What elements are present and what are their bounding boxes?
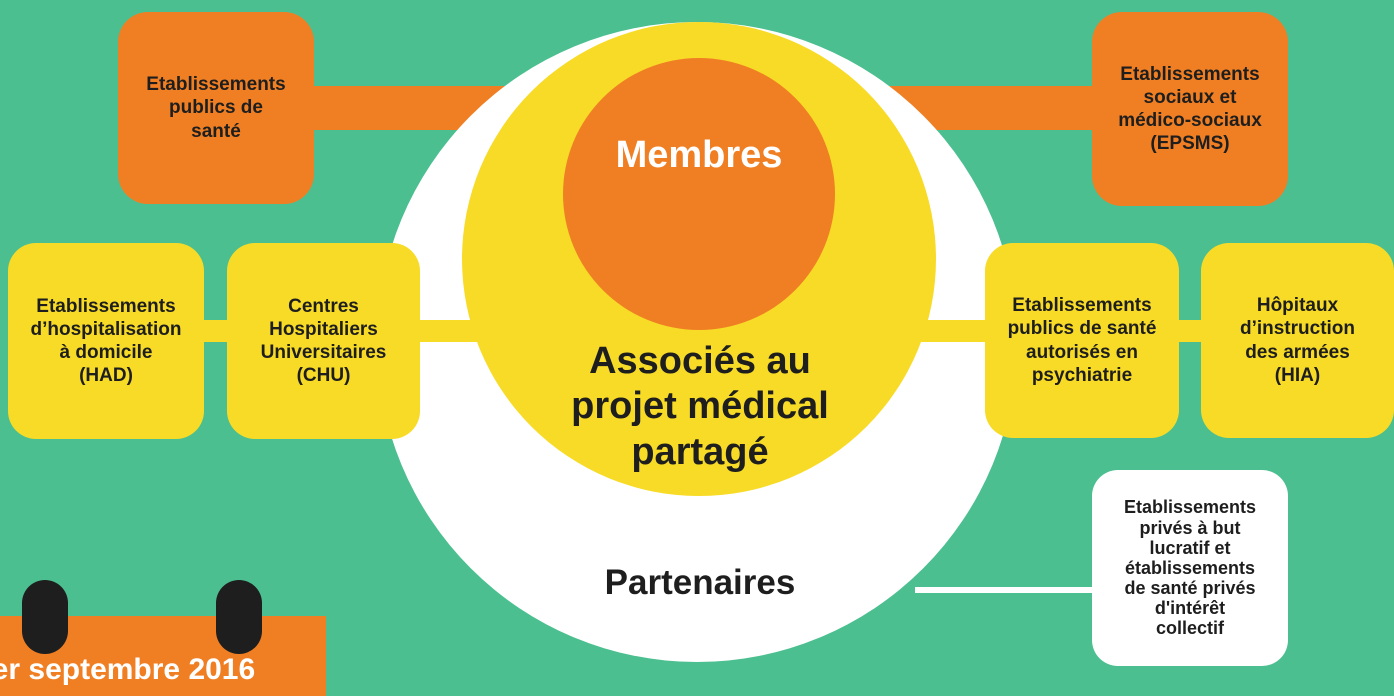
calendar-date: 1er septembre 2016 (0, 653, 256, 686)
partner-box-private: Etablissements privés à but lucratif et … (1092, 470, 1288, 666)
member-box-epsms: Etablissements sociaux et médico-sociaux… (1092, 12, 1288, 206)
associated-label-psychiatrie: Etablissements publics de santé autorisé… (1007, 295, 1157, 386)
connector-partners-line (915, 587, 1100, 593)
associated-box-had: Etablissements d’hospitalisation à domic… (8, 243, 204, 439)
associated-label-had: Etablissements d’hospitalisation à domic… (30, 295, 182, 387)
membres-circle (563, 58, 835, 330)
member-label-public-health: Etablissements publics de santé (146, 74, 286, 142)
member-label-epsms: Etablissements sociaux et médico-sociaux… (1118, 63, 1262, 155)
associated-label-hia: Hôpitaux d’instruction des armées (HIA) (1239, 295, 1356, 386)
partenaires-label: Partenaires (604, 563, 796, 602)
associated-label-chu: Centres Hospitaliers Universitaires (CHU… (260, 295, 387, 387)
member-box-public-health: Etablissements publics de santé (118, 12, 314, 204)
membres-label: Membres (615, 133, 783, 176)
partner-label-private: Etablissements privés à but lucratif et … (1123, 497, 1257, 639)
associated-box-hia: Hôpitaux d’instruction des armées (HIA) (1201, 243, 1394, 438)
calendar-ring-left (22, 580, 68, 654)
calendar-ring-right (216, 580, 262, 654)
associated-box-chu: Centres Hospitaliers Universitaires (CHU… (227, 243, 420, 439)
associes-label: Associés au projet médical partagé (571, 339, 829, 473)
associated-box-psychiatrie: Etablissements publics de santé autorisé… (985, 243, 1179, 438)
